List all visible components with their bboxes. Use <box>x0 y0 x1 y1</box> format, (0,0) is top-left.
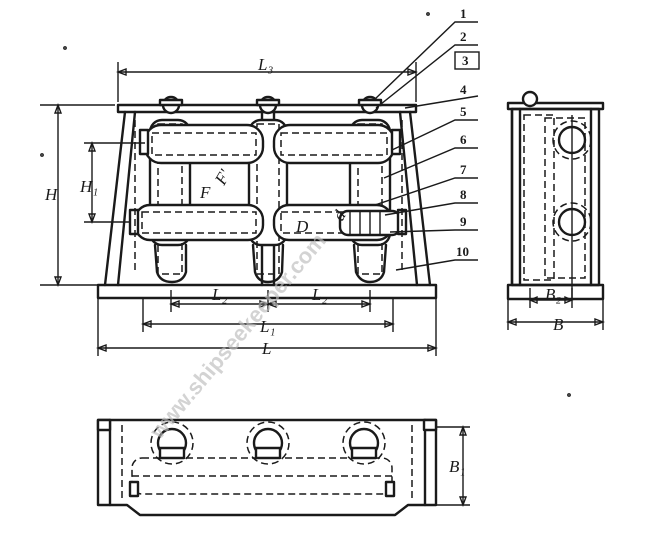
plan-view: B₁ <box>96 418 470 517</box>
plan-post-right <box>342 421 386 465</box>
roller-lower-left <box>133 203 265 242</box>
part-number-3: 3 <box>462 53 469 68</box>
front-base-plate <box>96 283 438 300</box>
watermark-text: www.shipseekeeper.com <box>144 228 331 444</box>
side-view: B₂ B <box>506 90 605 334</box>
label-D: D <box>295 217 309 236</box>
dim-label-L1: L₁ <box>259 317 275 336</box>
dim-label-B2: B₂ <box>545 285 561 304</box>
part-number-1: 1 <box>460 6 467 21</box>
dim-label-H1: H₁ <box>79 177 98 196</box>
side-body <box>510 107 601 287</box>
part-number-6: 6 <box>460 132 467 147</box>
roller-upper-right <box>272 123 396 165</box>
front-view: F F' D d <box>96 95 438 300</box>
plan-post-center <box>246 421 290 465</box>
dim-label-B: B <box>553 315 564 334</box>
dim-label-L2-right: L₂ <box>311 285 327 304</box>
part-number-5: 5 <box>460 104 467 119</box>
front-frame-left <box>103 110 137 287</box>
roller-upper-left <box>143 123 265 165</box>
dim-label-B1: B₁ <box>449 457 465 476</box>
dim-label-L: L <box>261 339 271 358</box>
part-number-7: 7 <box>460 162 467 177</box>
front-frame-right <box>398 110 432 287</box>
side-base-plate <box>506 283 605 301</box>
plan-post-left <box>150 421 194 465</box>
front-dimensions: L₃ H H₁ L₂ L₂ L₁ L <box>40 55 438 358</box>
dim-label-H: H <box>44 185 59 204</box>
label-F-prime: F' <box>211 166 235 189</box>
dim-label-L2-left: L₂ <box>211 285 227 304</box>
dim-label-L3: L₃ <box>257 55 273 74</box>
part-number-2: 2 <box>460 29 467 44</box>
part-number-9: 9 <box>460 214 467 229</box>
post-center <box>247 95 289 284</box>
part-number-8: 8 <box>460 187 467 202</box>
part-callouts: 1 2 3 4 5 6 7 8 9 10 <box>373 6 480 271</box>
plan-outline <box>96 418 438 517</box>
part-number-4: 4 <box>460 82 467 97</box>
part-number-10: 10 <box>456 244 469 259</box>
label-F: F <box>199 183 211 202</box>
